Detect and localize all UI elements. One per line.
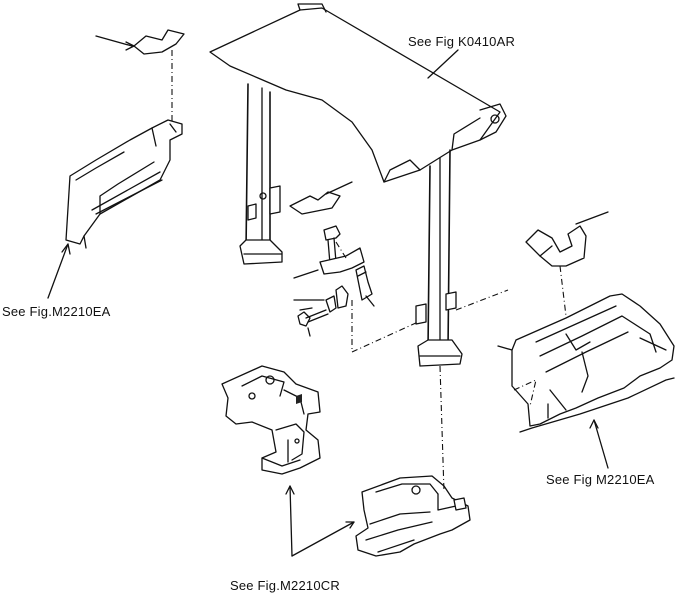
right-side-panel <box>497 293 675 433</box>
right-panel-arrow <box>589 419 599 429</box>
label-see-fig-m2210ea-left: See Fig.M2210EA <box>2 304 111 319</box>
canopy-roof <box>209 3 507 183</box>
left-post <box>239 83 283 265</box>
roof-leader <box>427 49 459 79</box>
label-see-fig-m2210ea-right: See Fig M2210EA <box>546 472 655 487</box>
roof-bracket <box>289 181 353 215</box>
label-see-fig-m2210cr: See Fig.M2210CR <box>230 578 340 593</box>
right-panel-leader <box>593 419 609 469</box>
left-cover-arrow <box>61 243 71 255</box>
small-clip-top-left <box>95 29 185 122</box>
right-post <box>415 149 463 367</box>
lower-right-bracket <box>355 365 471 557</box>
center-hardware <box>293 225 419 353</box>
u-clip-right <box>525 211 609 317</box>
lower-left-bracket <box>221 365 321 475</box>
bottom-leaders <box>285 485 355 557</box>
left-side-cover <box>65 119 183 249</box>
label-see-fig-k0410ar: See Fig K0410AR <box>408 34 516 49</box>
post-to-panel-dash <box>455 289 509 311</box>
left-cover-leader <box>47 243 69 299</box>
